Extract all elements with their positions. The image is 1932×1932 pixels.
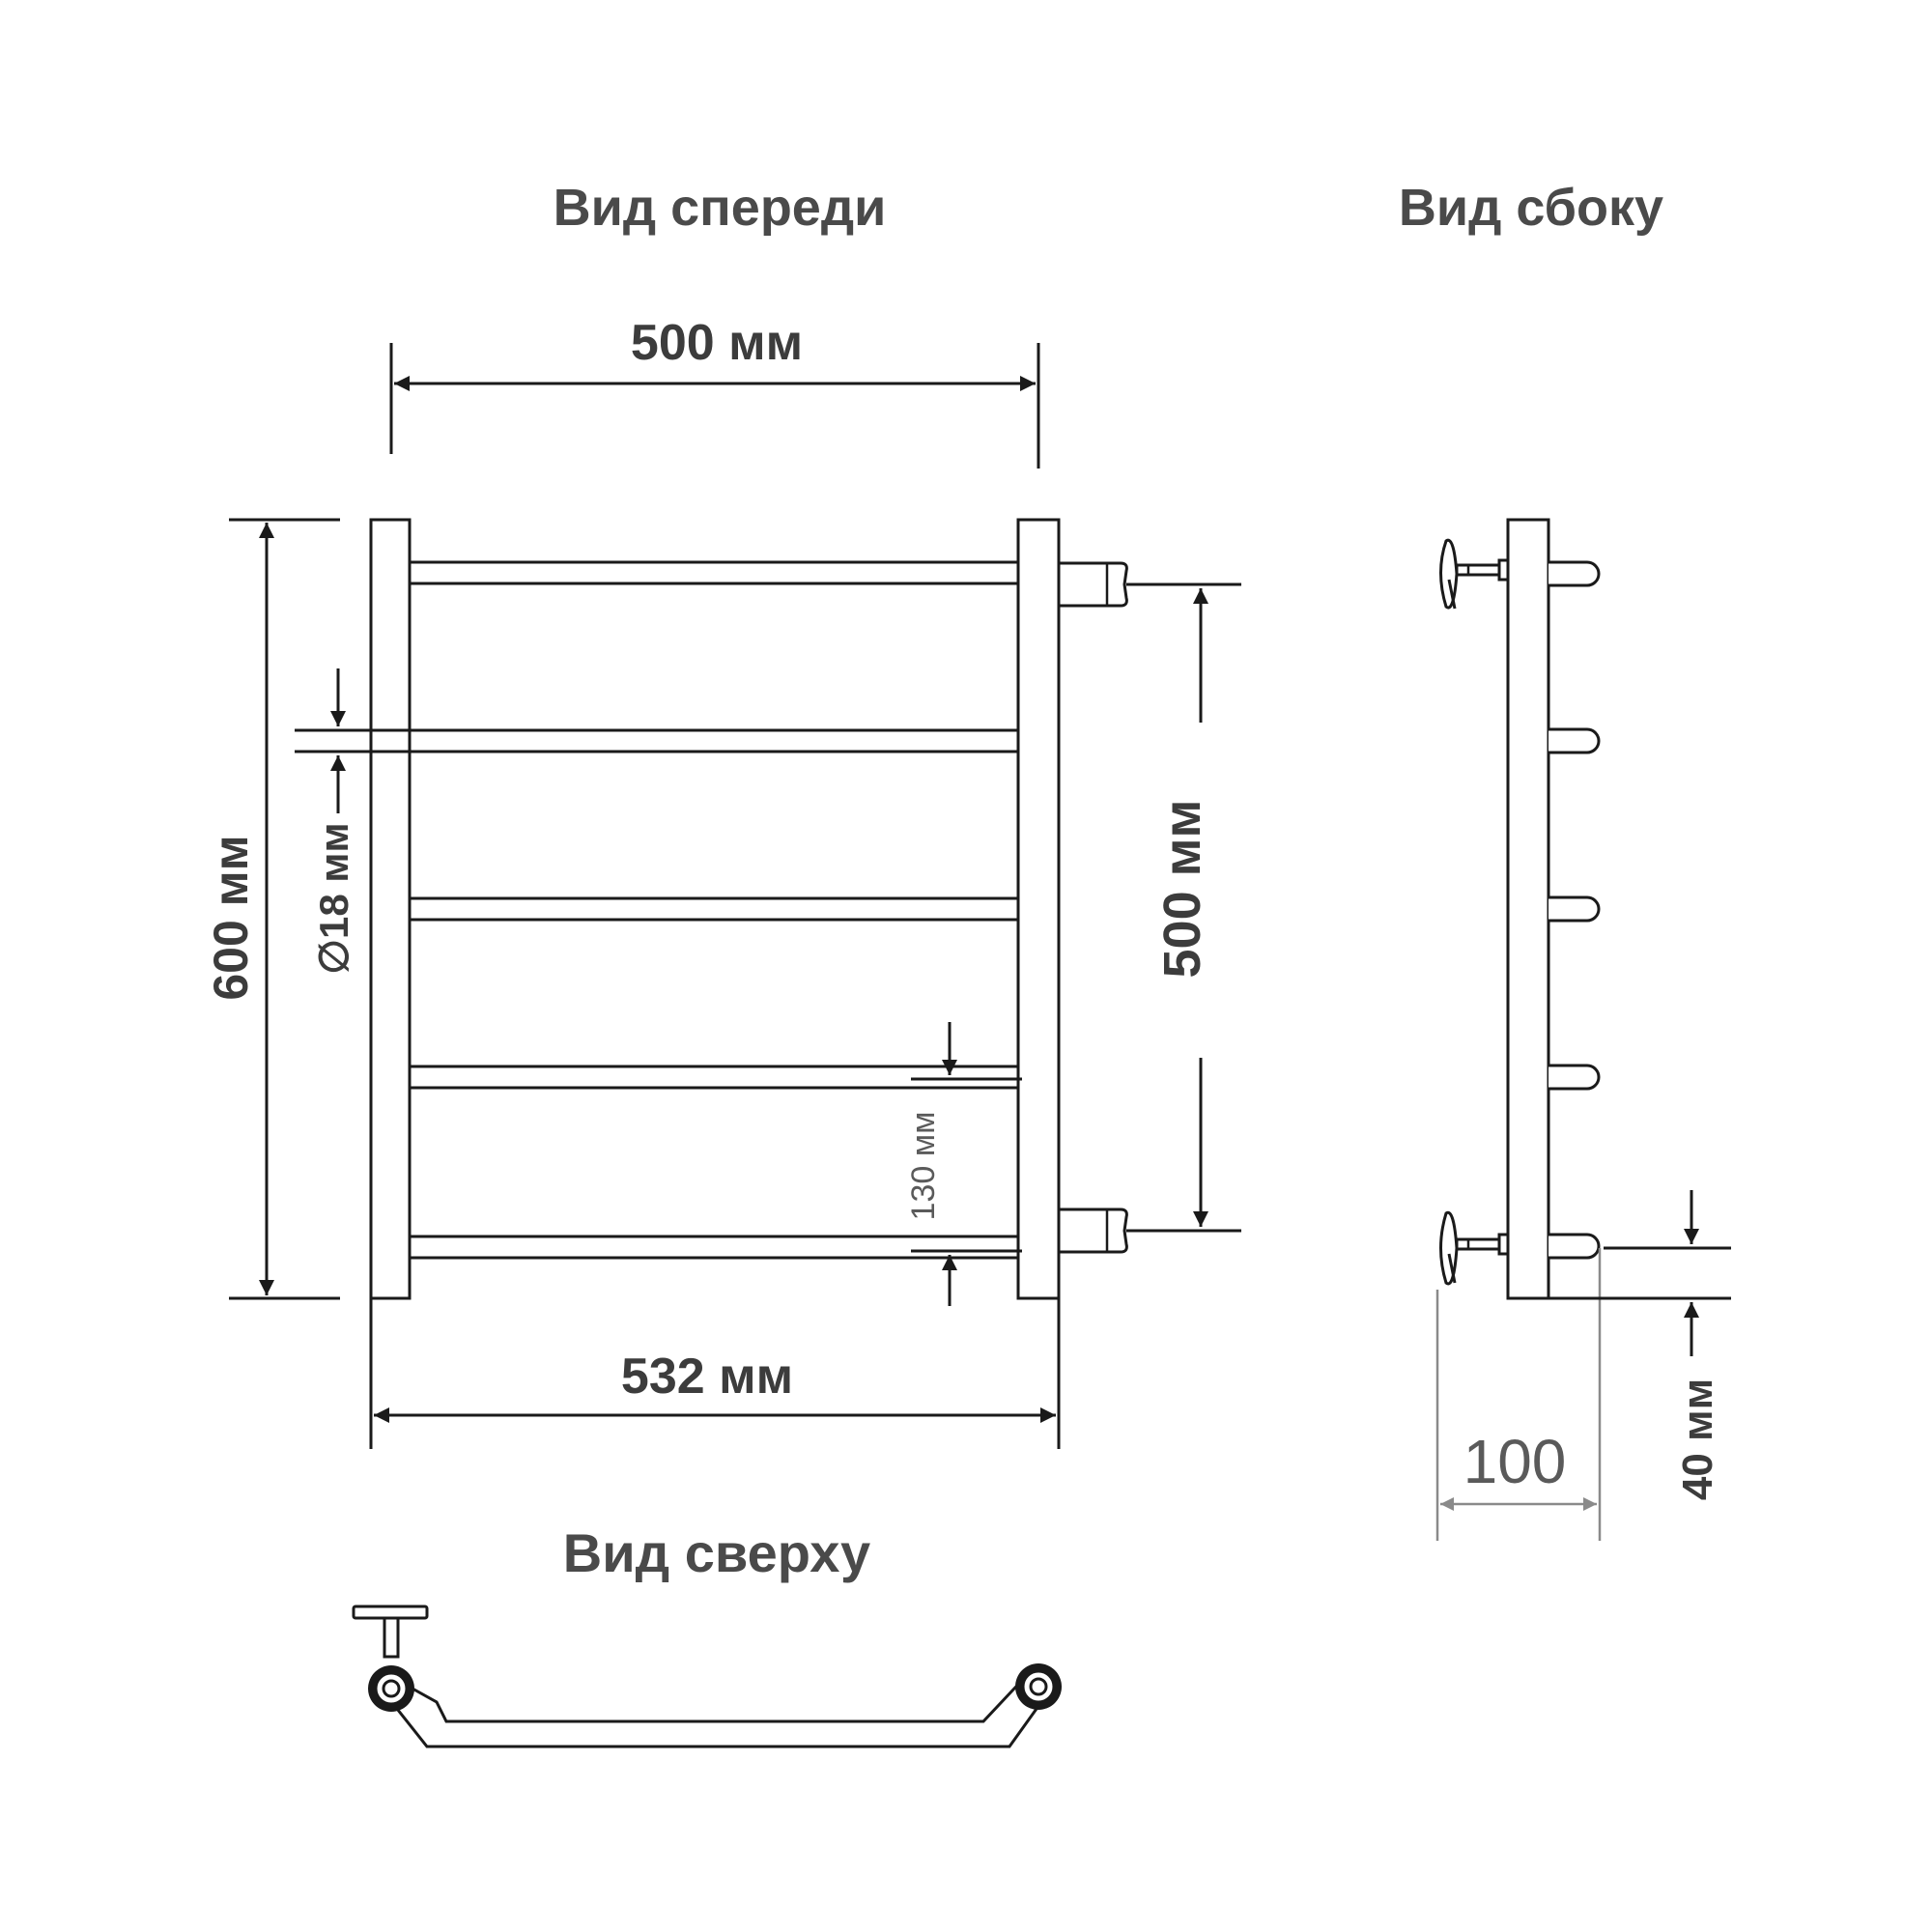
right-connector: [1015, 1663, 1062, 1710]
side-view-title: Вид сбоку: [1399, 179, 1663, 237]
rung-2: [408, 728, 1020, 753]
rung-3: [408, 896, 1020, 922]
side-rung-4: [1548, 1064, 1601, 1091]
top-fitting: [1057, 561, 1128, 608]
bottom-wall-mount: [1439, 1210, 1510, 1286]
top-wall-plate: [352, 1605, 429, 1620]
top-view-title: Вид сверху: [563, 1522, 870, 1583]
total-height-label: 600 мм: [204, 835, 258, 1000]
top-view: [352, 1605, 1062, 1748]
rung-4: [408, 1065, 1020, 1090]
side-post: [1506, 518, 1550, 1300]
rung-5: [408, 1235, 1020, 1260]
front-view-title: Вид спереди: [554, 179, 887, 237]
top-mount-stem: [383, 1616, 400, 1659]
left-post: [369, 518, 412, 1300]
bottom-offset-label: 40 мм: [1674, 1378, 1721, 1500]
left-connector: [368, 1665, 414, 1712]
side-rung-2: [1548, 727, 1601, 754]
right-post: [1016, 518, 1061, 1300]
wall-distance-label: 100: [1463, 1427, 1567, 1496]
top-width-label: 500 мм: [631, 315, 803, 371]
side-view: 100 40 мм: [1435, 518, 1731, 1541]
side-rung-5: [1548, 1233, 1601, 1260]
top-rail: [381, 1671, 1054, 1748]
side-rung-3: [1548, 895, 1601, 923]
top-wall-mount: [1439, 538, 1510, 610]
bottom-fitting: [1057, 1208, 1128, 1254]
connection-distance-label: 500 мм: [1153, 800, 1211, 979]
front-view: 500 мм 600 мм ∅18 мм 500 мм 130 мм 532 м…: [204, 315, 1241, 1449]
pipe-diameter-label: ∅18 мм: [311, 822, 356, 974]
side-rung-1: [1548, 560, 1601, 587]
rung-1: [408, 560, 1020, 585]
rung-spacing-label: 130 мм: [905, 1112, 942, 1221]
total-width-label: 532 мм: [621, 1349, 793, 1405]
